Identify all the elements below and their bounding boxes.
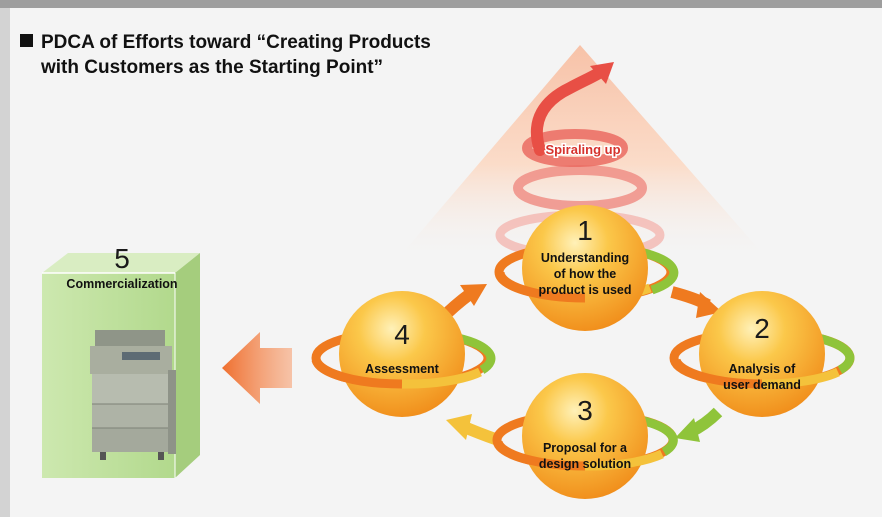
step-1-label-line-1: Understanding [541, 251, 629, 265]
step-1-label-line-3: product is used [538, 283, 631, 297]
step-5-number: 5 [114, 243, 130, 274]
square-bullet-icon [20, 34, 33, 47]
step-4-label-line-1: Assessment [365, 362, 439, 376]
step-3-number: 3 [577, 395, 593, 426]
step-4-node [311, 291, 496, 417]
step-3-label-line-2: design solution [539, 457, 631, 471]
spiral-label: Spiraling up [545, 142, 620, 157]
arrow-2-to-3-head [675, 418, 700, 442]
to-commercialization-arrow [222, 332, 292, 404]
step-1-label-line-2: of how the [554, 267, 617, 281]
left-border [0, 8, 10, 517]
spiral-arrowhead [590, 62, 614, 84]
step-4-number: 4 [394, 319, 410, 350]
arrow-4-to-1-head [460, 284, 487, 306]
step-2-label-line-1: Analysis of [729, 362, 797, 376]
spiral-cone [395, 45, 770, 262]
arrow-3-to-4-head [446, 414, 472, 440]
title-line-2: with Customers as the Starting Point” [41, 57, 384, 78]
step-2-label-line-2: user demand [723, 378, 801, 392]
copier-machine-image [90, 330, 176, 460]
spiral-up-graphic [495, 62, 665, 260]
step-3-node [492, 373, 678, 499]
step-3-label-line-1: Proposal for a [543, 441, 628, 455]
step-1-number: 1 [577, 215, 593, 246]
top-border [0, 0, 882, 8]
title-line-1: PDCA of Efforts toward “Creating Product… [41, 32, 431, 53]
step-1-node [494, 205, 679, 331]
step-2-node [669, 291, 855, 417]
step-2-number: 2 [754, 313, 770, 344]
step-5-label: Commercialization [66, 277, 177, 291]
diagram-title: PDCA of Efforts toward “Creating Product… [20, 30, 540, 80]
